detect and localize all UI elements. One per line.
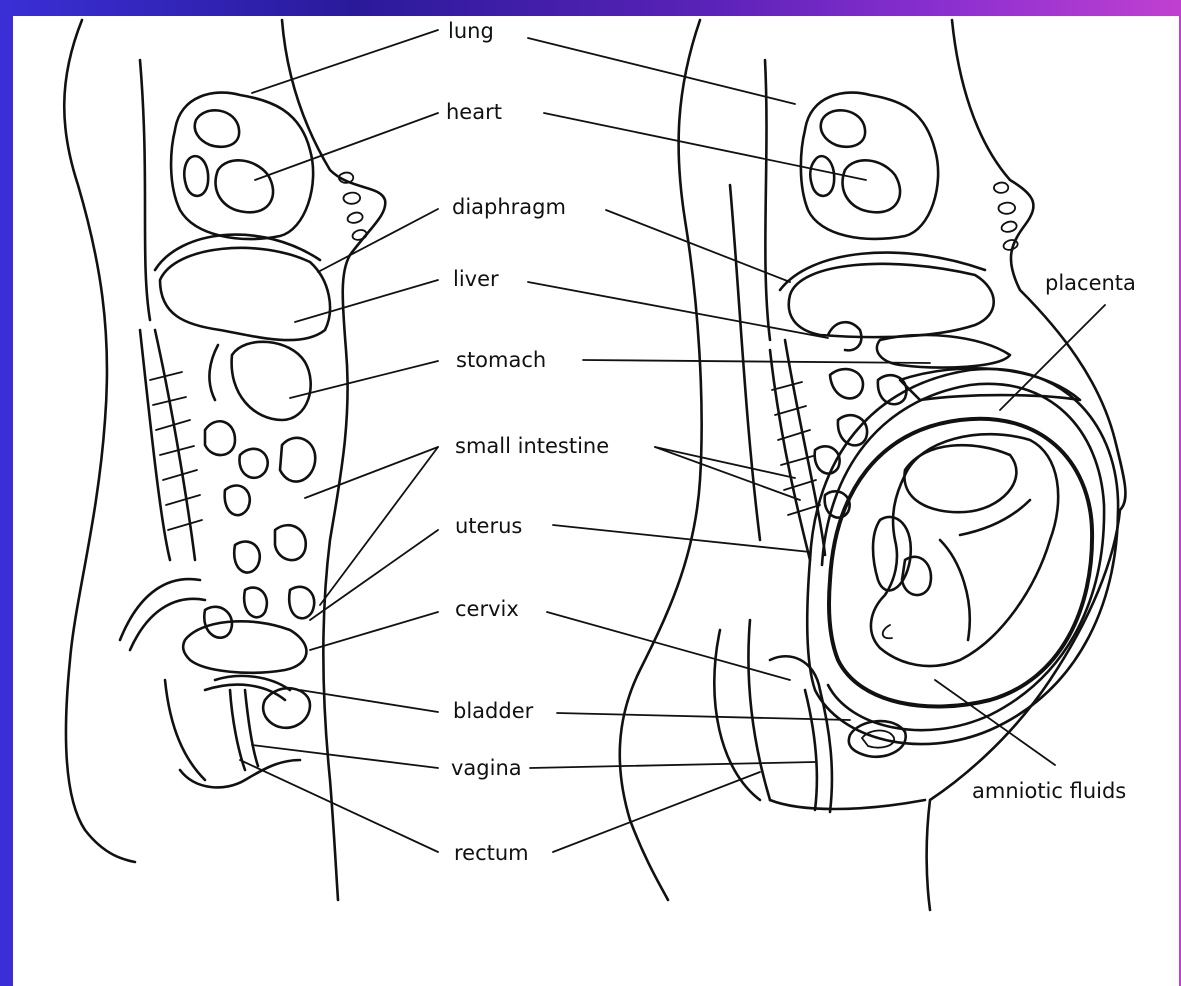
right-fetus-body	[871, 434, 1058, 666]
label-small-intestine: small intestine	[455, 434, 609, 458]
right-fetus-head	[904, 445, 1016, 512]
right-figure	[620, 20, 1126, 910]
right-liver	[789, 264, 994, 337]
left-rectum	[165, 680, 205, 780]
label-rectum: rectum	[454, 841, 529, 865]
label-stomach: stomach	[456, 348, 546, 372]
right-amniotic-sac	[829, 419, 1092, 707]
leader-lines	[240, 30, 1105, 852]
right-vagina	[805, 690, 817, 810]
left-vagina	[230, 690, 245, 770]
left-liver	[160, 248, 330, 340]
right-spine	[765, 60, 770, 340]
diagram-frame: lung heart diaphragm liver stomach small…	[13, 16, 1179, 986]
right-lung	[801, 93, 938, 239]
right-breast	[994, 183, 1018, 250]
label-amniotic-fluids: amniotic fluids	[972, 779, 1126, 803]
label-bladder: bladder	[453, 699, 534, 723]
left-back-outline	[64, 20, 135, 862]
label-heart: heart	[446, 100, 502, 124]
left-stomach	[232, 342, 311, 420]
left-diaphragm	[155, 235, 320, 270]
left-spine	[140, 60, 150, 320]
left-bladder	[263, 688, 310, 728]
label-vagina: vagina	[451, 756, 522, 780]
anatomy-diagram: lung heart diaphragm liver stomach small…	[13, 16, 1179, 986]
label-cervix: cervix	[455, 597, 519, 621]
left-small-intestine	[204, 421, 315, 637]
label-uterus: uterus	[455, 514, 522, 538]
right-heart	[843, 160, 901, 212]
label-placenta: placenta	[1045, 271, 1136, 295]
left-figure	[64, 20, 385, 900]
left-vertebrae	[150, 372, 202, 530]
label-lung: lung	[448, 19, 494, 43]
label-liver: liver	[453, 267, 499, 291]
right-uterus	[807, 369, 1118, 744]
left-heart	[216, 160, 274, 212]
left-uterus	[183, 621, 306, 672]
label-diaphragm: diaphragm	[452, 195, 566, 219]
